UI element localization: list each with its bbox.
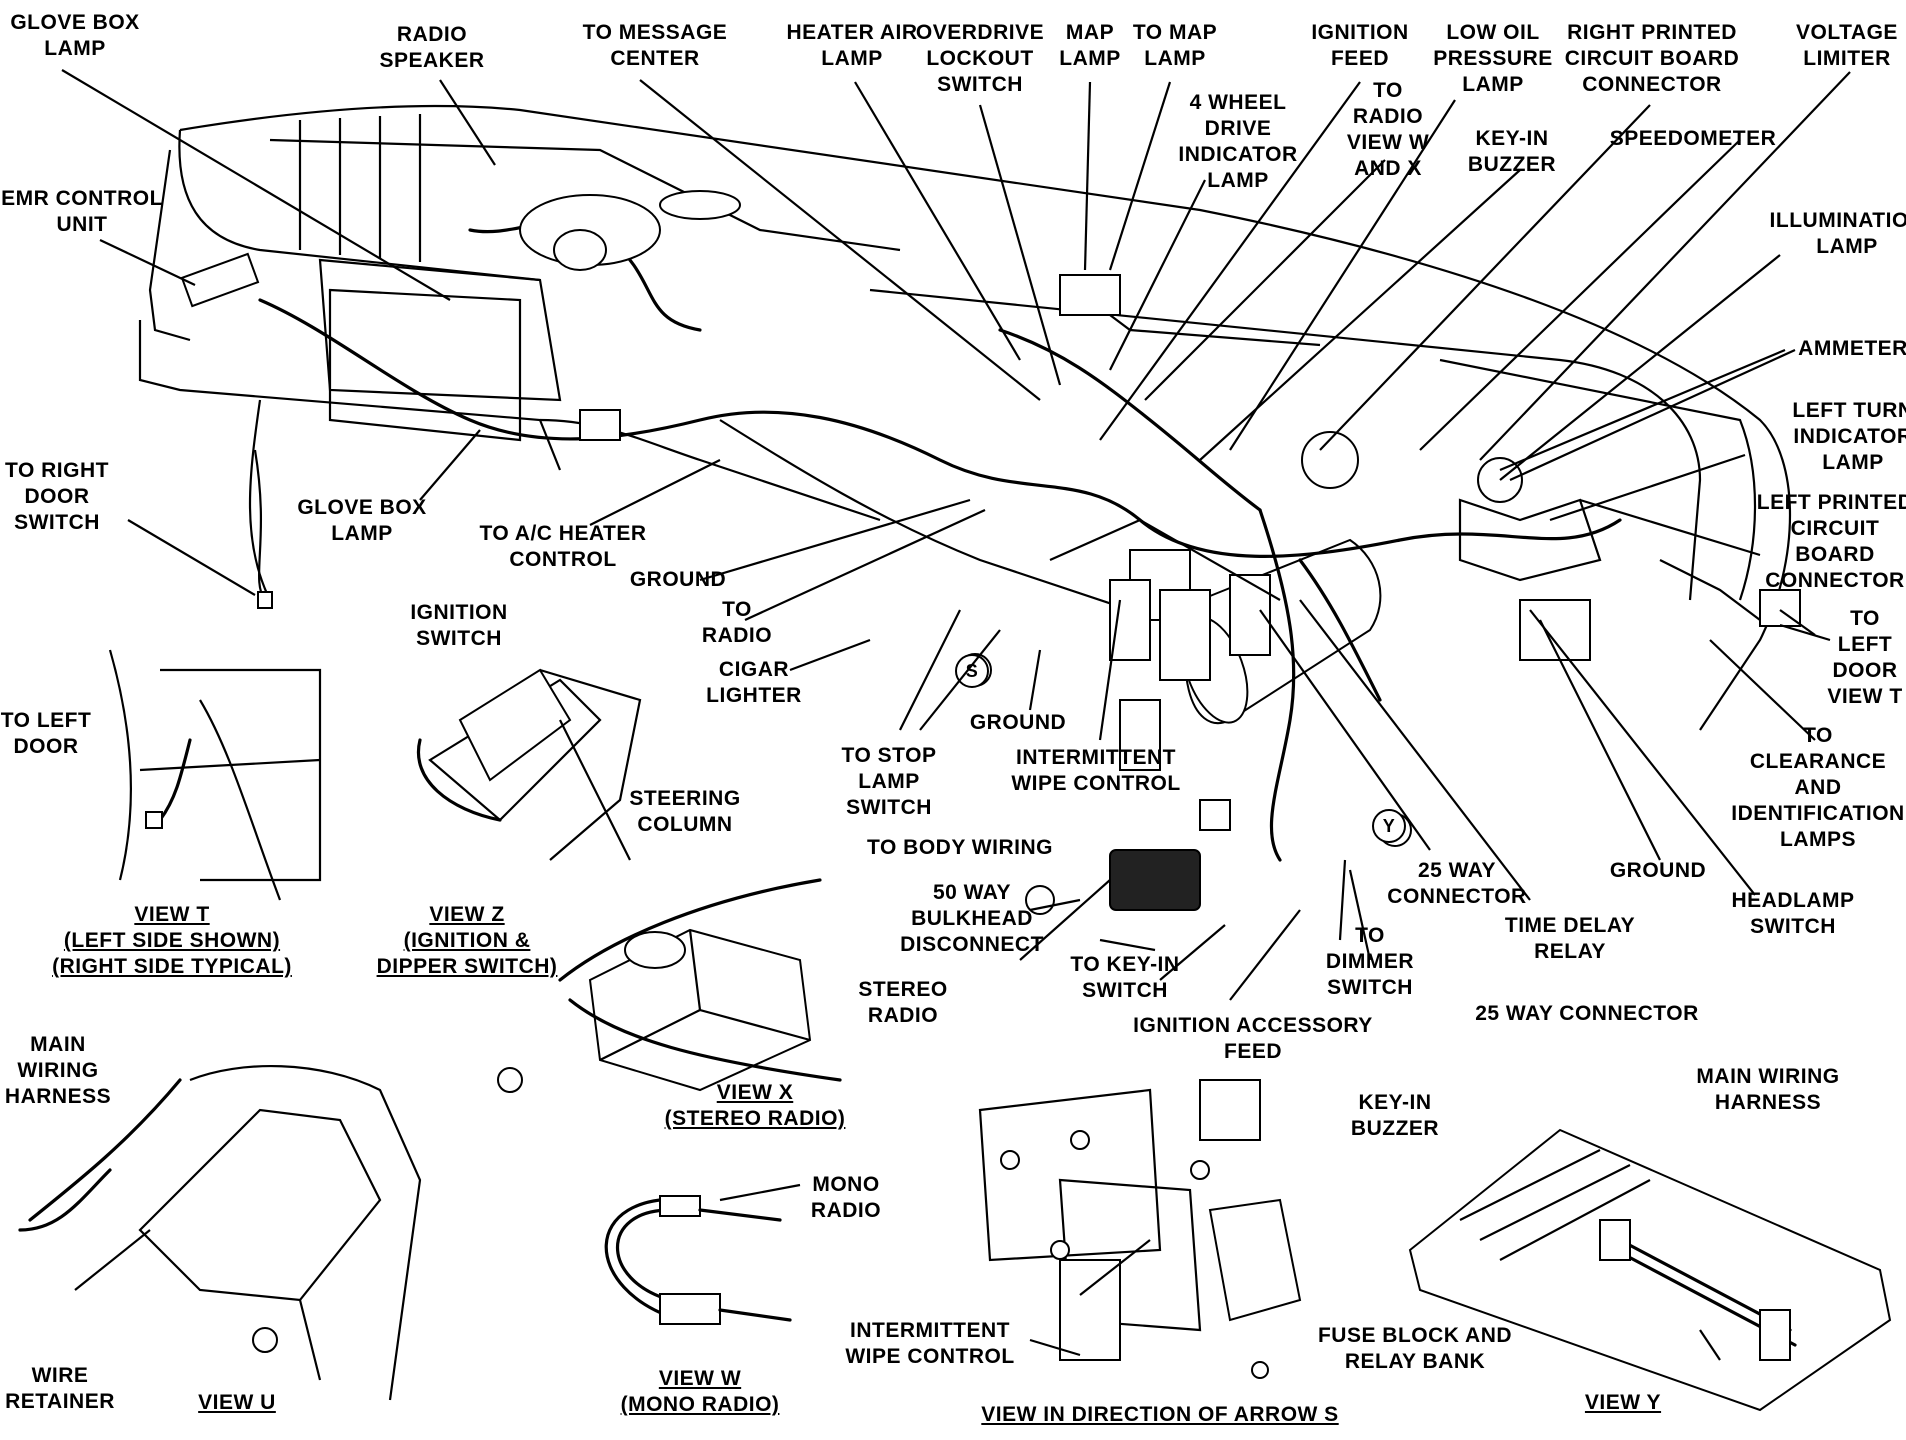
intermittent-wipe-control-label-bottom: INTERMITTENT WIPE CONTROL [845, 1319, 1015, 1368]
left-turn-indicator-lamp-label: LEFT TURN INDICATOR LAMP [1792, 399, 1906, 474]
view-t-caption: VIEW T (LEFT SIDE SHOWN) (RIGHT SIDE TYP… [52, 903, 292, 978]
to-left-door-view-t-label: TO LEFT DOOR VIEW T [1827, 607, 1903, 708]
key-in-buzzer-label-bottom: KEY-IN BUZZER [1350, 1091, 1440, 1140]
steering-column-label: STEERING COLUMN [629, 787, 741, 836]
to-right-door-switch-label: TO RIGHT DOOR SWITCH [5, 459, 109, 534]
overdrive-lockout-switch-label: OVERDRIVE LOCKOUT SWITCH [915, 21, 1045, 96]
arrow-s-marker: S [965, 661, 979, 681]
time-delay-relay-label: TIME DELAY RELAY [1504, 914, 1636, 963]
fuse-block-and-relay-bank-label: FUSE BLOCK AND RELAY BANK [1317, 1324, 1513, 1373]
key-in-buzzer-label-top: KEY-IN BUZZER [1467, 127, 1557, 176]
voltage-limiter-label: VOLTAGE LIMITER [1796, 21, 1898, 70]
intermittent-wipe-control-label-top: INTERMITTENT WIPE CONTROL [1011, 746, 1181, 795]
glove-box-lamp-label-mid: GLOVE BOX LAMP [297, 496, 427, 545]
ammeter-label: AMMETER [1798, 337, 1906, 360]
low-oil-pressure-lamp-label: LOW OIL PRESSURE LAMP [1433, 21, 1553, 96]
glove-box-lamp-label-top: GLOVE BOX LAMP [10, 11, 140, 60]
view-arrow-s-drawing [978, 1079, 1302, 1379]
speedometer-label: SPEEDOMETER [1609, 127, 1777, 150]
view-w-drawing [604, 1183, 801, 1325]
illumination-lamp-label: ILLUMINATION LAMP [1769, 209, 1906, 258]
view-u-caption: VIEW U [198, 1391, 276, 1414]
ignition-feed-label: IGNITION FEED [1311, 21, 1409, 70]
to-radio-label: TO RADIO [701, 598, 773, 647]
wire-retainer-label: WIRE RETAINER [5, 1364, 115, 1413]
to-stop-lamp-switch-label: TO STOP LAMP SWITCH [841, 744, 937, 819]
to-body-wiring-label: TO BODY WIRING [867, 836, 1053, 859]
heater-air-lamp-label: HEATER AIR LAMP [786, 21, 918, 70]
mono-radio-label: MONO RADIO [810, 1173, 882, 1222]
twenty-five-way-connector-label-top: 25 WAY CONNECTOR [1387, 859, 1527, 908]
main-wiring-harness-label-left: MAIN WIRING HARNESS [4, 1033, 112, 1108]
to-left-door-label: TO LEFT DOOR [0, 709, 92, 758]
radio-speaker-label: RADIO SPEAKER [379, 23, 485, 72]
stereo-radio-label: STEREO RADIO [858, 978, 948, 1027]
view-w-caption: VIEW W (MONO RADIO) [620, 1367, 780, 1416]
fifty-way-bulkhead-disconnect-label: 50 WAY BULKHEAD DISCONNECT [900, 881, 1044, 956]
view-y-caption: VIEW Y [1584, 1391, 1662, 1414]
view-x-caption: VIEW X (STEREO RADIO) [664, 1081, 846, 1130]
to-message-center-label: TO MESSAGE CENTER [582, 21, 728, 70]
view-u-drawing [18, 1064, 523, 1401]
view-y-drawing [1408, 1128, 1892, 1412]
map-lamp-label: MAP LAMP [1059, 21, 1121, 70]
left-printed-circuit-board-connector-label: LEFT PRINTED CIRCUIT BOARD CONNECTOR [1756, 491, 1906, 592]
to-clearance-and-identification-lamps-label: TO CLEARANCE AND IDENTIFICATION LAMPS [1731, 724, 1905, 851]
ground-label-2: GROUND [969, 711, 1067, 734]
arrow-y-marker: Y [1382, 816, 1396, 836]
ignition-accessory-feed-label: IGNITION ACCESSORY FEED [1133, 1014, 1373, 1063]
view-z-drawing [416, 668, 642, 861]
view-t-drawing [108, 649, 322, 901]
to-dimmer-switch-label: TO DIMMER SWITCH [1325, 924, 1415, 999]
ignition-switch-label: IGNITION SWITCH [410, 601, 508, 650]
to-key-in-switch-label: TO KEY-IN SWITCH [1070, 953, 1180, 1002]
to-map-lamp-label: TO MAP LAMP [1132, 21, 1218, 70]
to-ac-heater-control-label: TO A/C HEATER CONTROL [479, 522, 647, 571]
to-radio-view-w-and-x-label: TO RADIO VIEW W AND X [1346, 79, 1430, 180]
headlamp-switch-label: HEADLAMP SWITCH [1731, 889, 1855, 938]
view-arrow-s-caption: VIEW IN DIRECTION OF ARROW S [981, 1403, 1339, 1426]
cigar-lighter-label: CIGAR LIGHTER [706, 658, 802, 707]
main-wiring-harness-label-right: MAIN WIRING HARNESS [1696, 1065, 1840, 1114]
view-x-drawing [558, 878, 842, 1092]
twenty-five-way-connector-label-bottom: 25 WAY CONNECTOR [1475, 1002, 1699, 1025]
ground-label-3: GROUND [1609, 859, 1707, 882]
right-printed-circuit-board-connector-label: RIGHT PRINTED CIRCUIT BOARD CONNECTOR [1564, 21, 1740, 96]
view-z-caption: VIEW Z (IGNITION & DIPPER SWITCH) [376, 903, 558, 978]
leader-lines [61, 69, 1851, 1001]
emr-control-unit-label: EMR CONTROL UNIT [1, 187, 163, 236]
ground-label-1: GROUND [629, 568, 727, 591]
four-wheel-drive-indicator-lamp-label: 4 WHEEL DRIVE INDICATOR LAMP [1178, 91, 1298, 192]
